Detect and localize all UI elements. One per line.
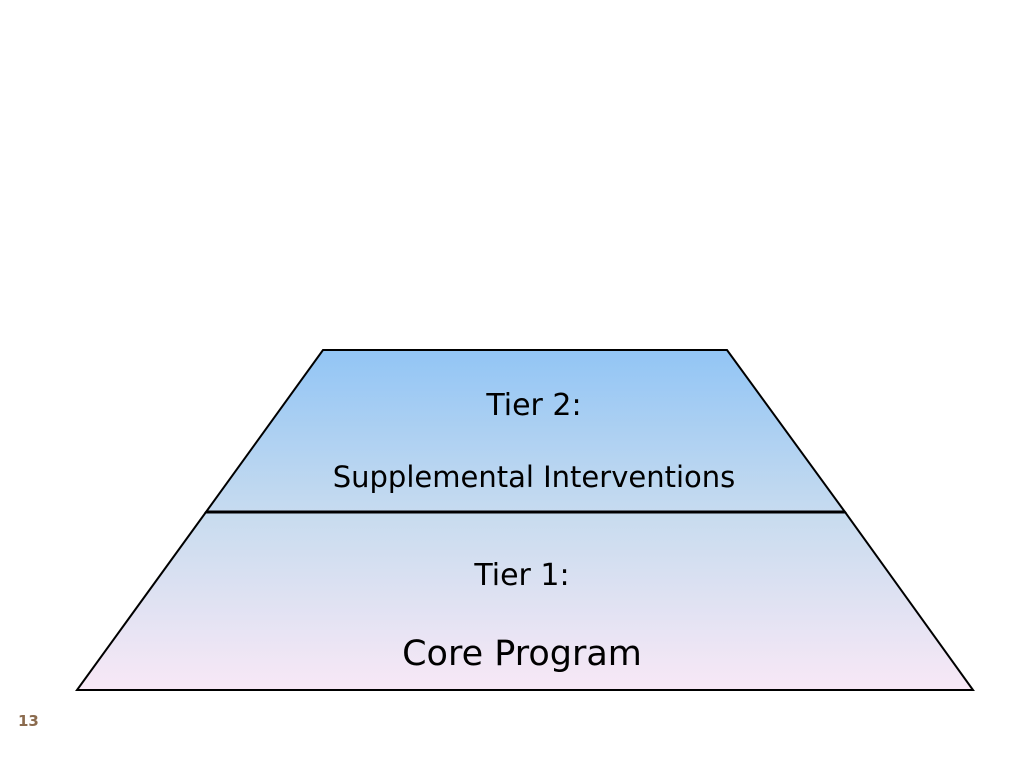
tier-1-title: Tier 1:	[474, 558, 570, 593]
tier-2-subtitle: Supplemental Interventions	[332, 460, 736, 494]
tier-2-title: Tier 2:	[486, 388, 582, 423]
tier-1-subtitle: Core Program	[402, 634, 642, 674]
page-number: 13	[18, 712, 39, 730]
